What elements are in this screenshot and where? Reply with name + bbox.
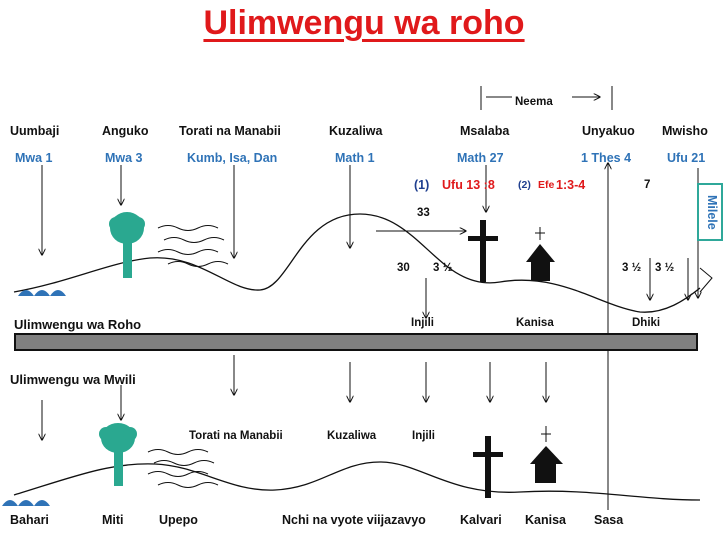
header-rapture: Unyakuo [582,124,635,138]
top-arrows [42,165,698,318]
verse-1-reference: Ufu 13 :8 [442,178,495,192]
bottom-label-now: Sasa [594,513,624,527]
bottom-label-trees: Miti [102,513,124,527]
water-icon-bottom [2,500,50,506]
wind-icon-bottom [147,449,219,488]
ref-birth: Math 1 [335,151,375,165]
bottom-arrows [42,355,546,440]
milele-box: Milele [697,183,723,241]
ref-creation: Mwa 1 [15,151,53,165]
header-fall: Anguko [102,124,149,138]
verse-1-number: (1) [414,178,430,192]
three-half-b: 3 ½ [622,262,642,274]
neema-bracket [480,86,613,110]
spirit-ground-curve [13,213,701,313]
bottom-label-calvary: Kalvari [460,513,502,527]
three-half-c: 3 ½ [655,262,675,274]
header-end: Mwisho [662,124,708,138]
header-cross: Msalaba [460,124,510,138]
church-icon-bottom [530,426,563,483]
ref-law-prophets: Kumb, Isa, Dan [187,151,278,165]
ref-fall: Mwa 3 [105,151,143,165]
thirty-three-label: 33 [417,207,430,219]
band-label-kanisa: Kanisa [516,317,554,329]
cross-icon-top [468,220,498,282]
end-chevron [699,267,713,293]
tree-icon-bottom [99,423,137,486]
header-birth: Kuzaliwa [329,124,383,138]
neema-label: Neema [515,96,553,108]
ref-rapture: 1 Thes 4 [581,151,632,165]
band-label-dhiki: Dhiki [632,317,661,329]
physical-law-prophets: Torati na Manabii [189,430,283,442]
ref-cross: Math 27 [457,151,504,165]
bottom-label-wind: Upepo [159,513,198,527]
world-divider-band [14,333,698,351]
ref-end: Ufu 21 [667,151,706,165]
wind-icon-top [157,225,229,267]
header-creation: Uumbaji [10,124,60,138]
band-label-injili: Injili [411,317,434,329]
header-law-prophets: Torati na Manabii [179,124,281,138]
verse-2-reference: 1:3-4 [556,178,586,192]
physical-gospel: Injili [412,430,435,442]
thirty-label: 30 [397,262,410,274]
physical-birth: Kuzaliwa [327,430,377,442]
page-title: Ulimwengu wa roho [203,4,525,42]
physical-ground-curve [13,461,701,501]
verse-2-number: (2) [518,179,531,191]
milele-label: Milele [705,194,719,230]
three-half-a: 3 ½ [433,262,453,274]
church-icon-top [526,227,555,281]
cross-icon-bottom [473,436,503,498]
bottom-label-earth: Nchi na vyote viijazavyo [282,513,426,527]
bottom-label-sea: Bahari [10,513,49,527]
verse-2-book: Efe [538,179,555,191]
seven-label: 7 [644,179,651,191]
water-icon-top [18,290,66,296]
spiritual-world-label: Ulimwengu wa Roho [14,317,142,332]
physical-world-label: Ulimwengu wa Mwili [10,372,136,387]
tree-icon-top [109,212,145,278]
bottom-label-church: Kanisa [525,513,566,527]
